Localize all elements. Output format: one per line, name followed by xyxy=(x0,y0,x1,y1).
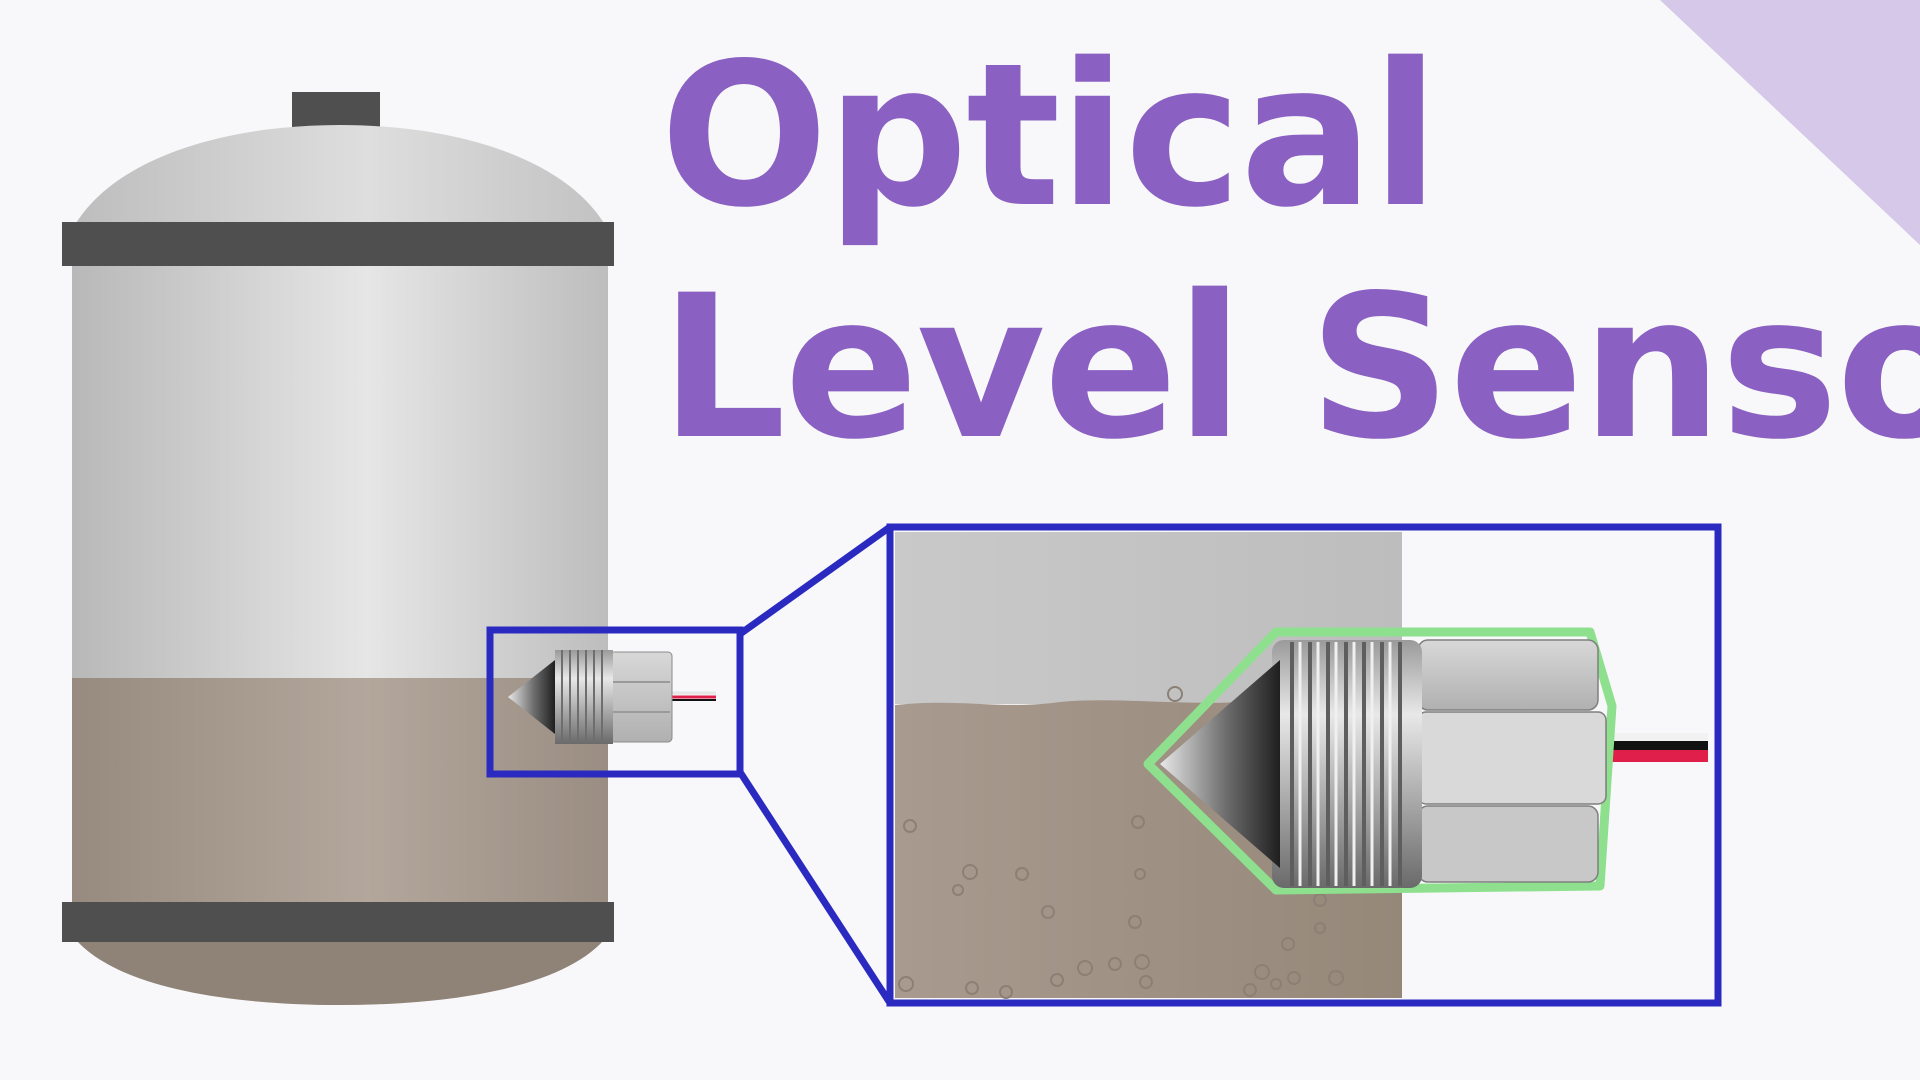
sensor-prism-tip xyxy=(1160,660,1280,868)
sensor-highlight-outline xyxy=(1143,627,1617,895)
bubbles xyxy=(898,686,1344,999)
zoomed-sensor-view xyxy=(895,532,1708,999)
storage-tank-icon xyxy=(62,92,614,1005)
sensor-threads xyxy=(1272,640,1422,888)
optical-level-sensor-small-icon xyxy=(508,650,716,744)
page-title: Optical Level Sensor xyxy=(660,20,1920,484)
callout-frame xyxy=(486,523,1722,1007)
title-line-2: Level Sensor xyxy=(660,252,1920,483)
sensor-hex-nut xyxy=(1417,639,1607,883)
title-line-1: Optical xyxy=(660,20,1439,251)
